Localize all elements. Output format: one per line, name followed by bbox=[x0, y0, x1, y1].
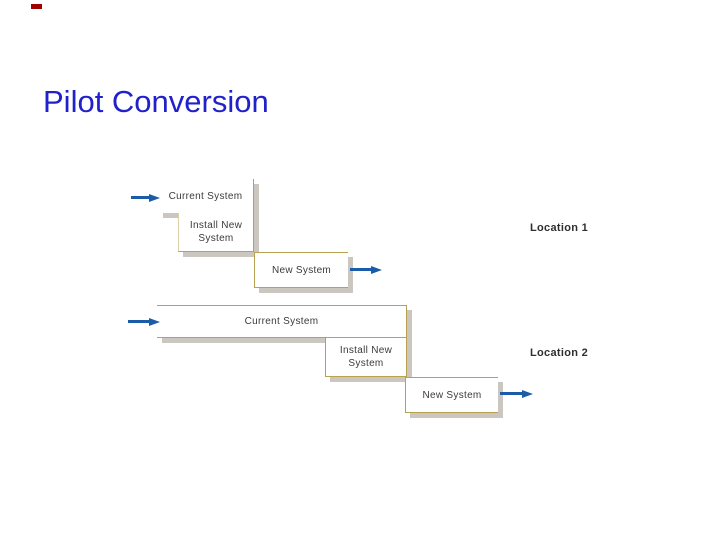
arrow-head-icon bbox=[149, 317, 160, 326]
box-new-system-location1: New System bbox=[254, 252, 348, 288]
arrow-head-icon bbox=[149, 193, 160, 202]
flow-arrow-out-location2 bbox=[500, 389, 533, 398]
flow-arrow-in-location1 bbox=[131, 193, 160, 202]
arrow-shaft bbox=[350, 267, 371, 272]
slide-title: Pilot Conversion bbox=[43, 83, 269, 119]
flow-arrow-in-location2 bbox=[128, 317, 160, 326]
arrow-head-icon bbox=[371, 265, 382, 274]
arrow-shaft bbox=[500, 391, 522, 396]
box-install-new-system-location1: Install New System bbox=[178, 213, 254, 252]
flow-arrow-out-location1 bbox=[350, 265, 382, 274]
red-dash-decoration bbox=[31, 4, 42, 9]
box-new-system-location2: New System bbox=[405, 377, 498, 413]
arrow-shaft bbox=[131, 195, 149, 200]
box-current-system-location2: Current System bbox=[157, 305, 407, 338]
box-install-new-system-location2: Install New System bbox=[325, 338, 407, 377]
arrow-head-icon bbox=[522, 389, 533, 398]
box-current-system-location1: Current System bbox=[158, 179, 254, 213]
location1-label: Location 1 bbox=[530, 222, 589, 234]
arrow-shaft bbox=[128, 319, 149, 324]
location2-label: Location 2 bbox=[530, 347, 589, 359]
